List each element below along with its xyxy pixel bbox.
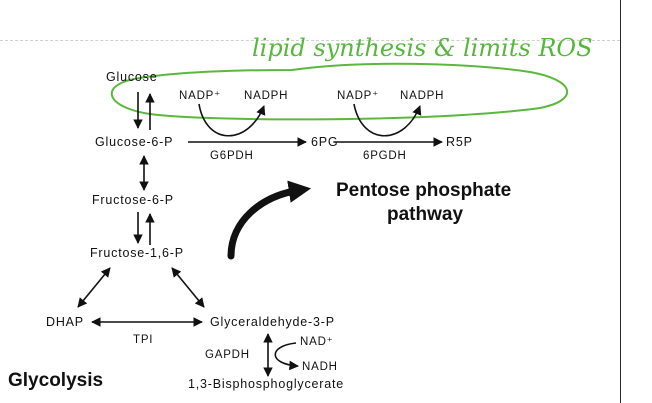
arrow-f16p-g3p [171,267,205,308]
metabolite-glucose-6-p: Glucose-6-P [95,135,173,149]
metabolite-glucose: Glucose [106,70,157,84]
cofactor-nadph-2: NADPH [400,90,444,102]
cofactor-nadp-2: NADP⁺ [337,90,379,102]
enzyme-6pgdh: 6PGDH [363,150,407,162]
annotation-ellipse [110,62,569,121]
handwritten-note: lipid synthesis & limits ROS [252,34,593,62]
glycolysis-title: Glycolysis [8,370,103,391]
arrow-nadp-to-nadph-2 [353,103,422,137]
pentose-pathway-title-line2: pathway [387,204,463,225]
enzyme-tpi: TPI [133,334,153,346]
metabolite-6pg: 6PG [311,135,338,149]
metabolite-fructose-16-p: Fructose-1,6-P [90,246,184,260]
pentose-pathway-title-line1: Pentose phosphate [336,180,511,201]
cofactor-nadh: NADH [302,361,338,373]
cofactor-nadp-1: NADP⁺ [179,90,221,102]
metabolite-r5p: R5P [446,135,473,149]
enzyme-g6pdh: G6PDH [210,150,254,162]
metabolite-glyceraldehyde-3-p: Glyceraldehyde-3-P [210,315,335,329]
metabolite-dhap: DHAP [46,315,84,329]
arrow-nadp-to-nadph-1 [198,103,266,137]
enzyme-gapdh: GAPDH [205,349,250,361]
metabolite-bisphosphoglycerate: 1,3-Bisphosphoglycerate [188,377,344,391]
top-divider [0,40,620,41]
cofactor-nadph-1: NADPH [244,90,288,102]
arrow-nad-to-nadh [274,342,299,371]
arrow-to-pentose-pathway [227,180,312,260]
metabolite-fructose-6-p: Fructose-6-P [92,193,174,207]
right-divider [620,0,621,403]
arrow-f16p-dhap [77,267,111,308]
cofactor-nad: NAD⁺ [300,336,334,348]
